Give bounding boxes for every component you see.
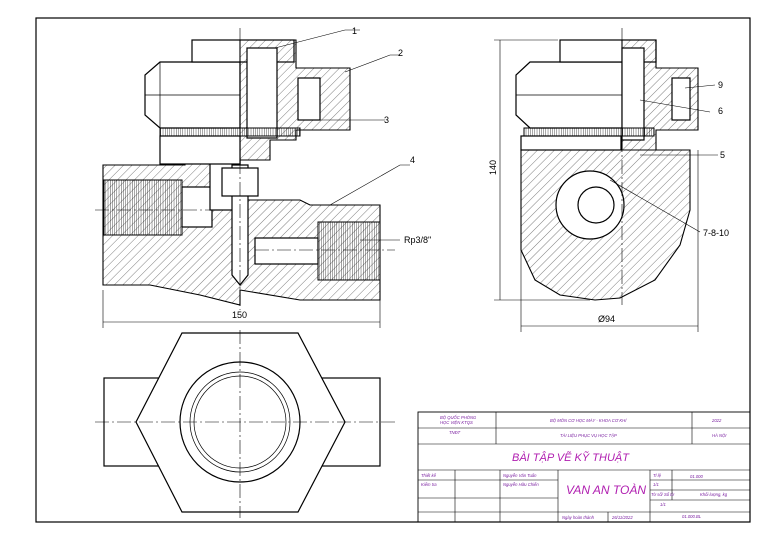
tb-subtitle: TÀI LIỆU PHỤC VỤ HỌC TẬP	[560, 433, 617, 438]
tb-scale-label: Tỉ lệ	[653, 473, 662, 478]
side-section-view	[515, 39, 699, 301]
tb-code2: 01.000.BL	[682, 514, 702, 519]
tb-done-label: Ngày hoàn thành	[562, 515, 595, 520]
part-label-9: 9	[718, 80, 723, 90]
tb-sheet-value: 1/1	[660, 502, 666, 507]
dimension-lines	[102, 39, 699, 332]
tb-role-design: Thiết kế	[421, 473, 437, 478]
tb-drawing-name: VAN AN TOÀN	[566, 482, 646, 497]
tb-checker: Nguyễn Hữu Chiến	[503, 482, 539, 487]
part-label-1: 1	[352, 26, 357, 36]
small-spring-pocket	[297, 77, 321, 121]
part-label-7-8-10: 7-8-10	[703, 228, 729, 238]
leader-lines	[274, 29, 718, 241]
side-spring-pocket	[621, 47, 645, 141]
neck	[159, 135, 241, 165]
side-port-inner	[577, 186, 615, 224]
part-label-2: 2	[398, 48, 403, 58]
dim-diameter: Ø94	[598, 314, 615, 324]
tb-role-check: Kiểm tra	[421, 482, 437, 487]
gasket	[159, 127, 301, 137]
right-thread	[317, 221, 381, 281]
tb-done-date: 26/11/2022	[611, 515, 633, 520]
top-view	[103, 332, 381, 513]
part-label-3: 3	[384, 115, 389, 125]
tb-year: 2022	[711, 418, 722, 423]
left-bore	[181, 186, 213, 228]
right-bore	[254, 237, 319, 265]
drawing-frame	[35, 17, 751, 523]
part-label-4: 4	[410, 155, 415, 165]
side-small-spring	[671, 77, 691, 121]
part-label-6: 6	[718, 106, 723, 116]
tb-mass: Khối lượng, kg	[700, 492, 728, 497]
part-label-5: 5	[720, 150, 725, 160]
left-thread	[103, 179, 183, 236]
side-gasket	[523, 127, 655, 137]
tb-org-3: TNĐT	[449, 430, 461, 435]
tb-main-title: BÀI TẬP VẼ KỸ THUẬT	[512, 451, 630, 464]
spring-pocket	[246, 47, 278, 139]
dim-length: 150	[232, 310, 247, 320]
tb-org-1: BỘ QUỐC PHÒNG	[440, 415, 477, 420]
tb-code1: 01.000	[690, 474, 703, 479]
tb-scale-value: 1/1	[653, 482, 659, 487]
front-section-view	[102, 39, 381, 306]
tb-designer: Nguyễn Văn Tuấn	[503, 473, 537, 478]
title-block: BỘ QUỐC PHÒNG HỌC VIỆN KTQS TNĐT BỘ MÔN …	[417, 411, 751, 523]
side-neck	[520, 135, 622, 151]
tb-city: HÀ NỘI	[712, 433, 727, 438]
dim-height: 140	[488, 160, 498, 175]
dim-thread: Rp3/8"	[404, 235, 431, 245]
tb-dept: BỘ MÔN CƠ HỌC MÁY - KHOA CƠ KHÍ	[550, 418, 627, 423]
tb-org-2: HỌC VIỆN KTQS	[440, 420, 473, 425]
tb-sheet-label: Tờ số/ Số tờ	[651, 492, 674, 497]
